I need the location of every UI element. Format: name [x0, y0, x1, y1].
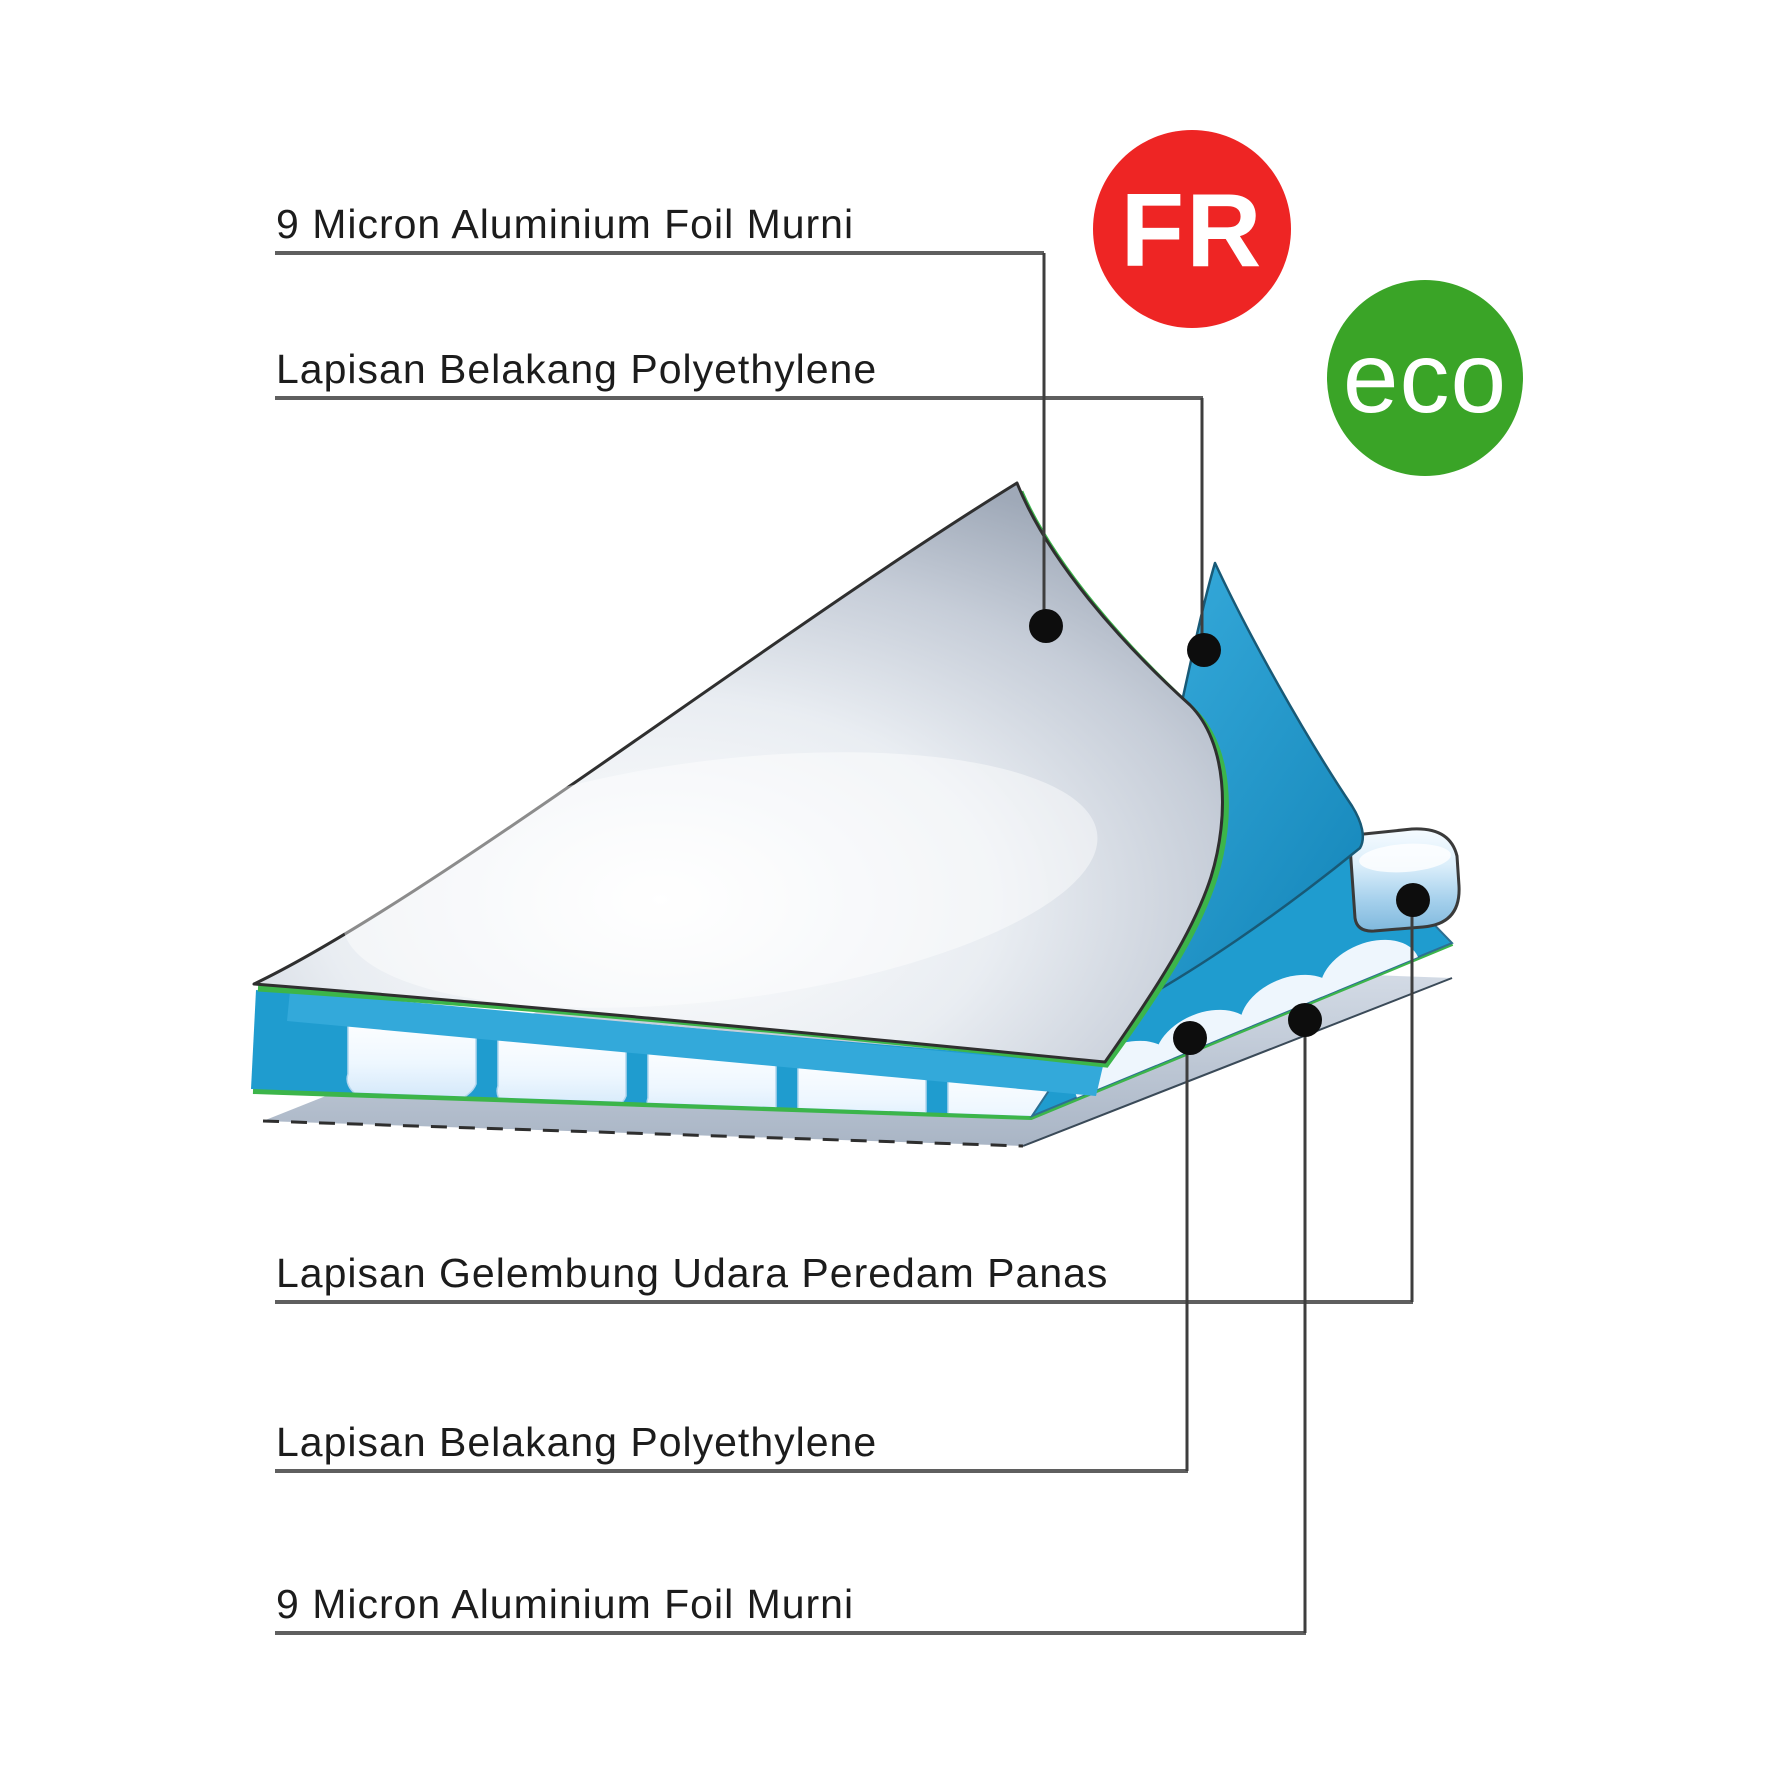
label-bottom-foil: 9 Micron Aluminium Foil Murni [276, 1581, 854, 1627]
peeled-sheets [252, 481, 1364, 1068]
label-top-pe: Lapisan Belakang Polyethylene [276, 346, 877, 392]
bubble-roll-highlight [1359, 843, 1451, 873]
dot-bottom-foil [1288, 1003, 1322, 1037]
eco-badge-label: eco [1343, 322, 1507, 434]
callout-leader-lines [1042, 253, 1414, 1633]
silver-peeled-sheet [252, 481, 1224, 1064]
fr-badge [1093, 130, 1291, 328]
badges: FR eco [1093, 130, 1523, 476]
callout-underlines [275, 251, 1413, 1635]
fr-badge-label: FR [1121, 173, 1264, 289]
eco-badge [1327, 280, 1523, 476]
dot-bottom-pe [1173, 1021, 1207, 1055]
dot-bubble [1396, 883, 1430, 917]
dot-top-foil [1029, 609, 1063, 643]
silver-sheet-highlight [342, 752, 1098, 1008]
label-top-foil: 9 Micron Aluminium Foil Murni [276, 201, 854, 247]
bottom-foil-right-edge [1022, 977, 1453, 1147]
dot-top-pe [1187, 633, 1221, 667]
callout-dots [1029, 609, 1430, 1055]
layer-stack [251, 827, 1461, 1148]
bottom-foil-front-edge [262, 1119, 1024, 1148]
top-film-strip [287, 991, 1103, 1096]
label-bottom-pe: Lapisan Belakang Polyethylene [276, 1419, 877, 1465]
callout-labels: 9 Micron Aluminium Foil Murni Lapisan Be… [276, 201, 1108, 1627]
label-bubble: Lapisan Gelembung Udara Peredam Panas [276, 1250, 1108, 1296]
